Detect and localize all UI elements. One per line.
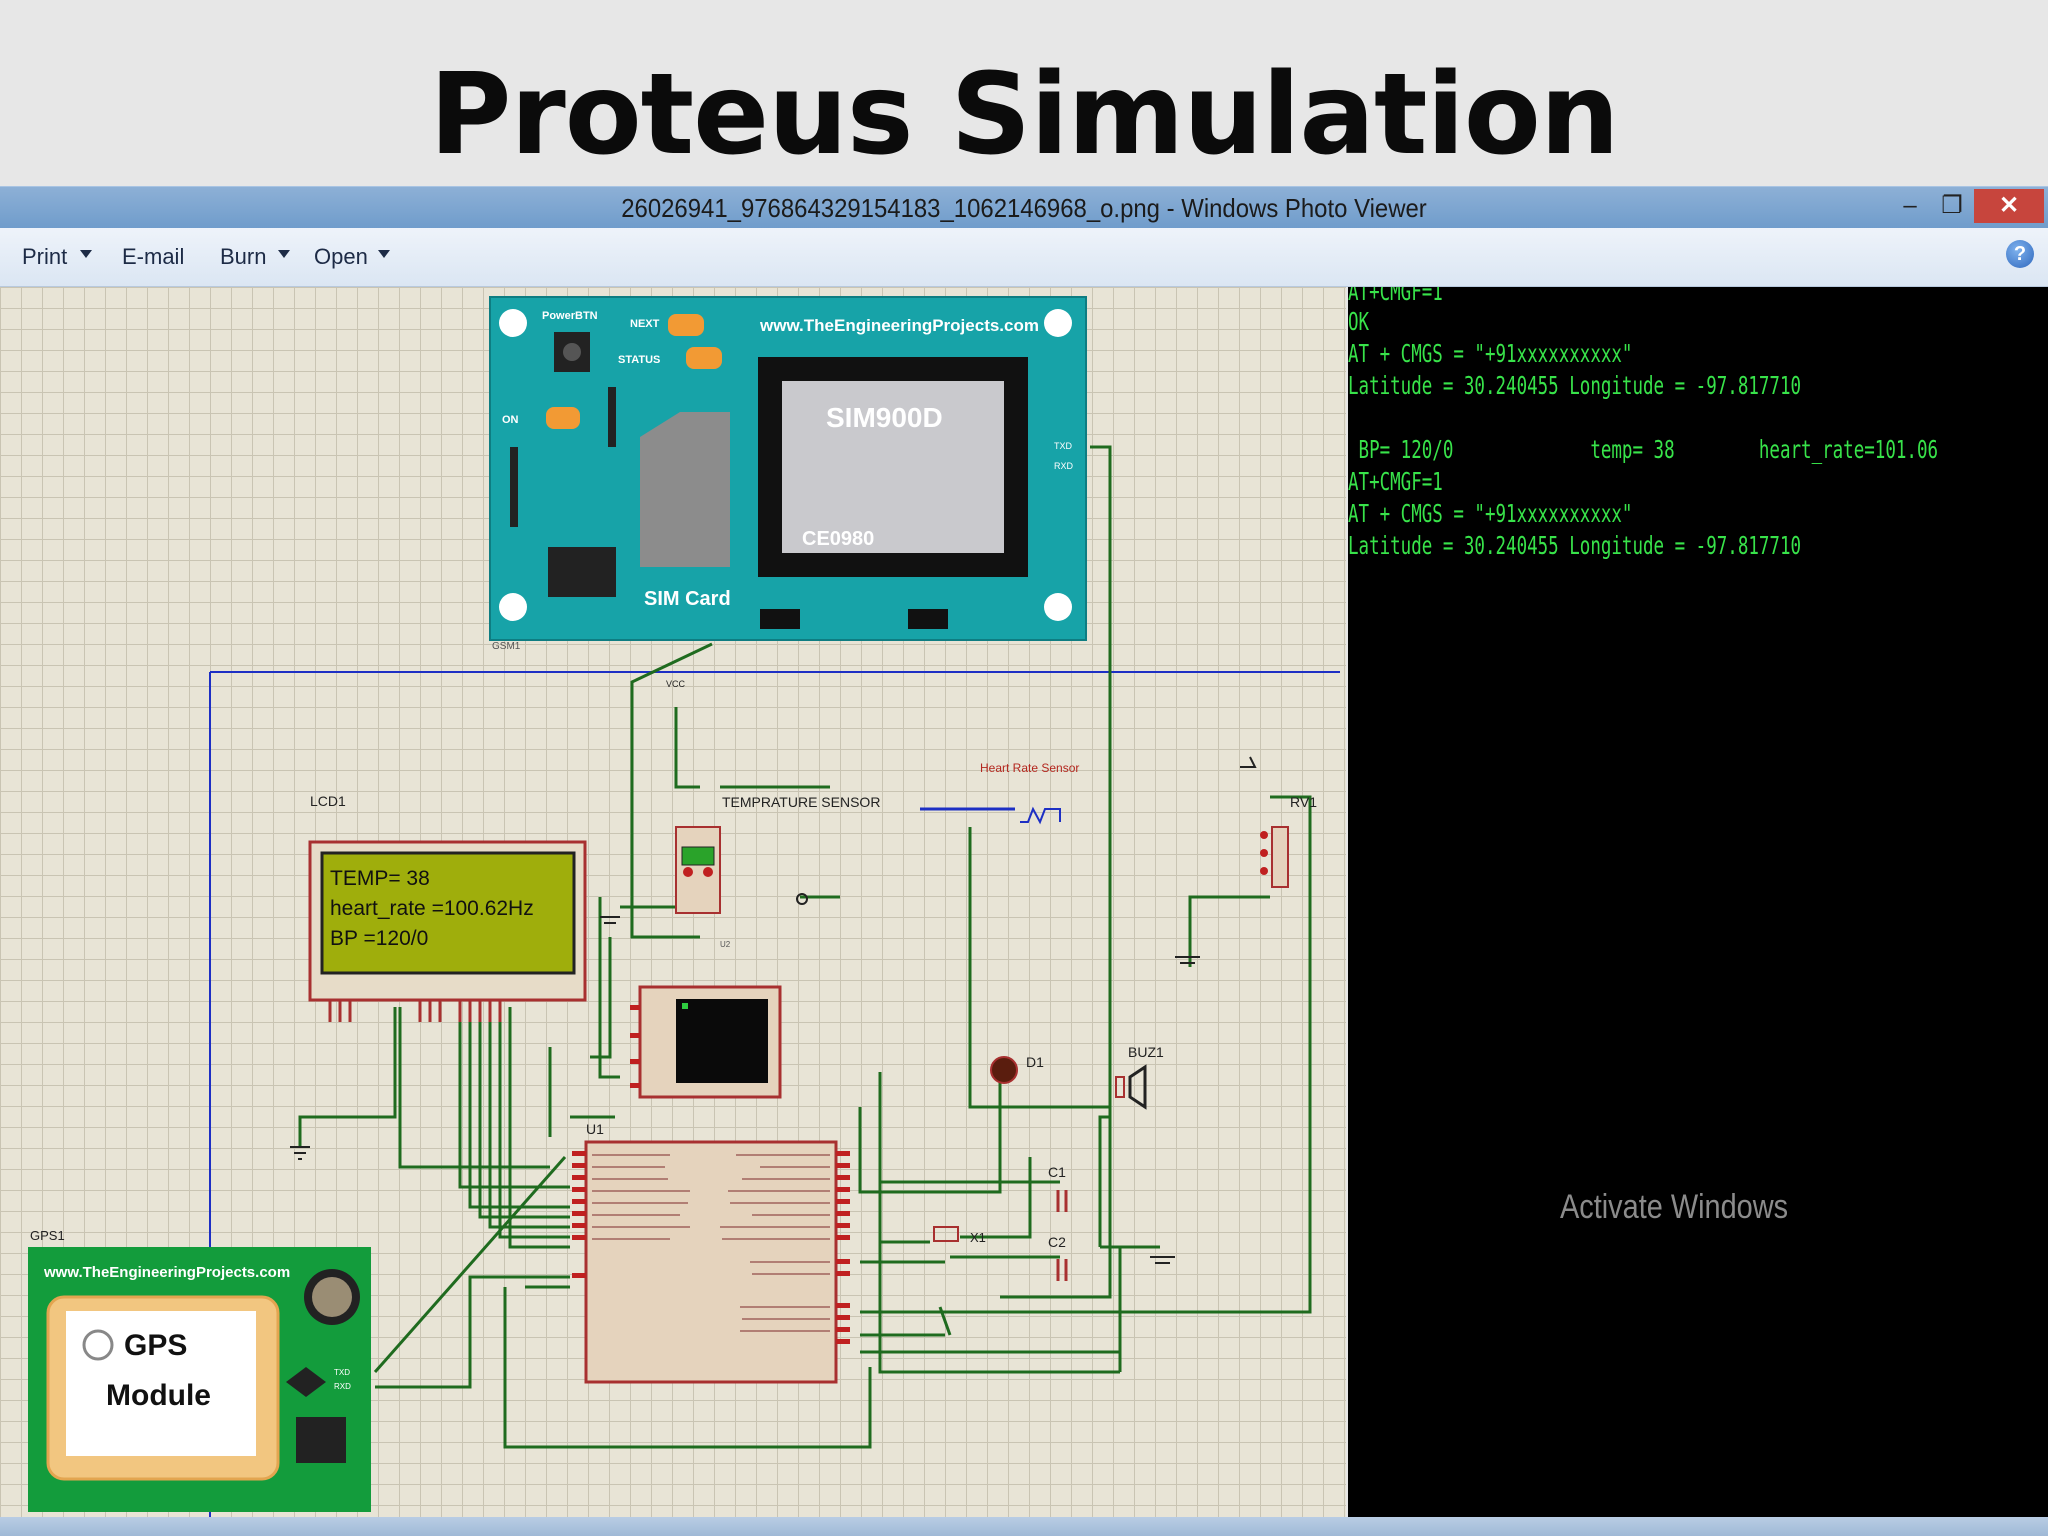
crystal-label: X1 <box>970 1230 986 1245</box>
gsm-ce-label: CE0980 <box>802 528 874 550</box>
terminal-line: Latitude = 30.240455 Longitude = -97.817… <box>1348 531 1802 560</box>
open-dropdown-arrow-icon[interactable] <box>378 250 390 258</box>
lcd-line-3: BP =120/0 <box>330 927 428 950</box>
diode-and-buzzer: D1 BUZ1 <box>990 1044 1164 1110</box>
lcd-line-2: heart_rate =100.62Hz <box>330 897 534 920</box>
heart-sensor-label: Heart Rate Sensor <box>980 761 1079 775</box>
maximize-button[interactable]: ❐ <box>1941 192 1963 219</box>
gps-txd-label: TXD <box>334 1368 350 1377</box>
burn-dropdown-arrow-icon[interactable] <box>278 250 290 258</box>
gsm-chip-label: SIM900D <box>826 402 943 433</box>
mcu-ref-label: U1 <box>586 1121 604 1137</box>
gps-rxd-label: RXD <box>334 1382 351 1391</box>
lcd-display: LCD1 TEMP= 38 heart_rate =100.62Hz BP =1… <box>308 793 587 1022</box>
terminal-line: Latitude = 30.240455 Longitude = -97.817… <box>1348 371 1802 400</box>
print-dropdown-arrow-icon[interactable] <box>80 250 92 258</box>
potentiometer: RV1 <box>1240 756 1317 888</box>
activate-windows-watermark: Activate Windows <box>1560 1188 1789 1226</box>
terminal-line: OK <box>1348 307 1370 336</box>
window-title: 26026941_976864329154183_1062146968_o.pn… <box>621 193 1427 223</box>
microcontroller: U1 <box>572 1121 850 1384</box>
lcd-line-1: TEMP= 38 <box>330 867 430 890</box>
minimize-button[interactable]: ‒ <box>1903 192 1917 219</box>
temp-sensor-ref: U2 <box>720 940 731 949</box>
heart-rate-sensor: Heart Rate Sensor <box>920 761 1079 825</box>
window-bottom-bar <box>0 1517 2048 1536</box>
virtual-terminal <box>630 985 782 1099</box>
gps-line-1: GPS <box>124 1329 187 1362</box>
gsm-status-label: STATUS <box>618 354 660 366</box>
gsm-sim-card-label: SIM Card <box>644 588 731 610</box>
terminal-line: AT+CMGF=1 <box>1348 467 1443 496</box>
cap-c1-label: C1 <box>1048 1164 1066 1180</box>
pot-ref-label: RV1 <box>1290 794 1317 810</box>
gps-ref-label: GPS1 <box>30 1228 65 1243</box>
gsm-module: www.TheEngineeringProjects.com PowerBTN … <box>489 296 1087 652</box>
gsm-txd-label: TXD <box>1054 441 1073 451</box>
schematic-image: www.TheEngineeringProjects.com PowerBTN … <box>0 287 1346 1517</box>
lcd-ref-label: LCD1 <box>310 793 346 809</box>
gps-module: GPS1 www.TheEngineeringProjects.com GPS … <box>28 1228 371 1512</box>
gsm-next-label: NEXT <box>630 318 660 330</box>
help-icon[interactable]: ? <box>2006 240 2034 268</box>
terminal-line: BP= 120/0 temp= 38 heart_rate=101.06 <box>1348 435 1939 464</box>
terminal-line: AT+CMGF=1 <box>1348 287 1443 306</box>
slide-title: Proteus Simulation <box>429 50 1619 180</box>
image-viewer: www.TheEngineeringProjects.com PowerBTN … <box>0 287 2048 1517</box>
open-menu[interactable]: Open <box>314 244 368 269</box>
capacitors-crystal: C1 C2 X1 <box>933 1164 1068 1281</box>
gps-line-2: Module <box>106 1379 211 1412</box>
gsm-power-btn-label: PowerBTN <box>542 310 598 322</box>
temperature-sensor: TEMPRATURE SENSOR VCC U2 <box>666 679 880 949</box>
gsm-on-label: ON <box>502 414 519 426</box>
temp-sensor-vcc-label: VCC <box>666 679 686 689</box>
terminal-line: AT + CMGS = "+91xxxxxxxxxx" <box>1348 339 1633 368</box>
gsm-url: www.TheEngineeringProjects.com <box>759 316 1039 335</box>
window-titlebar[interactable]: 26026941_976864329154183_1062146968_o.pn… <box>0 186 2048 229</box>
ground-symbols <box>290 916 1200 1264</box>
buzzer-ref-label: BUZ1 <box>1128 1044 1164 1060</box>
gsm-part-label: GSM1 <box>492 641 521 652</box>
toolbar: Print E-mail Burn Open <box>0 228 2048 287</box>
temp-sensor-label: TEMPRATURE SENSOR <box>722 794 880 810</box>
close-button[interactable]: ✕ <box>1974 189 2044 223</box>
gps-url: www.TheEngineeringProjects.com <box>43 1264 290 1281</box>
diode-ref-label: D1 <box>1026 1054 1044 1070</box>
gsm-rxd-label: RXD <box>1054 461 1074 471</box>
circuit-wires <box>298 445 1312 1449</box>
print-menu[interactable]: Print <box>22 244 68 269</box>
terminal-line: AT + CMGS = "+91xxxxxxxxxx" <box>1348 499 1633 528</box>
email-button[interactable]: E-mail <box>122 244 185 269</box>
cap-c2-label: C2 <box>1048 1234 1066 1250</box>
burn-menu[interactable]: Burn <box>220 244 267 269</box>
